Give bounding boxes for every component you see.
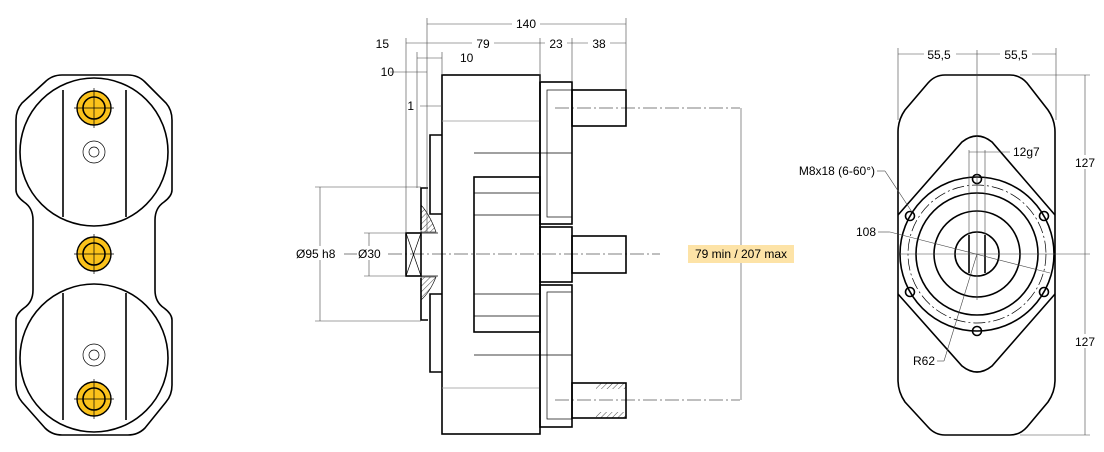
dim-key-width: 12g7 bbox=[1013, 145, 1040, 159]
dim-1: 1 bbox=[407, 99, 414, 113]
housing-outline bbox=[15, 74, 173, 436]
dim-10-width: 10 bbox=[381, 65, 395, 79]
dim-half-height-top: 127 bbox=[1075, 156, 1095, 170]
dim-79: 79 bbox=[476, 37, 490, 51]
dim-140: 140 bbox=[516, 17, 536, 31]
dim-38: 38 bbox=[592, 37, 606, 51]
shaft-end-bottom bbox=[74, 379, 114, 419]
dim-pilot-diameter: Ø95 h8 bbox=[296, 247, 336, 261]
dim-radius: R62 bbox=[913, 354, 935, 368]
plate-middle bbox=[539, 226, 573, 283]
dim-half-height-bottom: 127 bbox=[1075, 335, 1095, 349]
end-housing-outline bbox=[897, 74, 1056, 436]
dim-bolt-circle: 108 bbox=[856, 225, 876, 239]
center-distance-highlight bbox=[688, 245, 794, 263]
side-view: 140 15 79 23 38 10 10 1 Ø95 h8 Ø30 79 mi… bbox=[294, 16, 794, 435]
shaft-end-top bbox=[74, 88, 114, 128]
dim-15: 15 bbox=[376, 37, 390, 51]
screw-top bbox=[82, 140, 106, 164]
plate-bottom bbox=[539, 284, 573, 428]
front-view bbox=[15, 74, 173, 436]
dim-half-width-left: 55,5 bbox=[927, 48, 951, 62]
bolt-holes bbox=[904, 173, 1050, 337]
dim-half-width-right: 55,5 bbox=[1004, 48, 1028, 62]
shaft-end-middle bbox=[74, 234, 114, 274]
shaft-middle bbox=[571, 235, 627, 274]
bottom-gear-circle bbox=[19, 283, 169, 433]
bearing bbox=[405, 232, 422, 277]
dim-10-step: 10 bbox=[460, 51, 474, 65]
pump-body bbox=[441, 74, 541, 435]
dim-23: 23 bbox=[549, 37, 563, 51]
dim-thread: M8x18 (6-60°) bbox=[799, 164, 875, 178]
inner-gear bbox=[473, 176, 541, 333]
end-view: 55,5 55,5 12g7 M8x18 (6-60°) 108 R62 127… bbox=[799, 47, 1097, 436]
flange bbox=[429, 134, 442, 373]
screw-bottom bbox=[82, 343, 106, 367]
top-gear-circle bbox=[19, 77, 169, 227]
dim-center-distance: 79 min / 207 max bbox=[695, 247, 787, 261]
dim-bore-diameter: Ø30 bbox=[358, 247, 381, 261]
shaft-top bbox=[571, 89, 627, 127]
